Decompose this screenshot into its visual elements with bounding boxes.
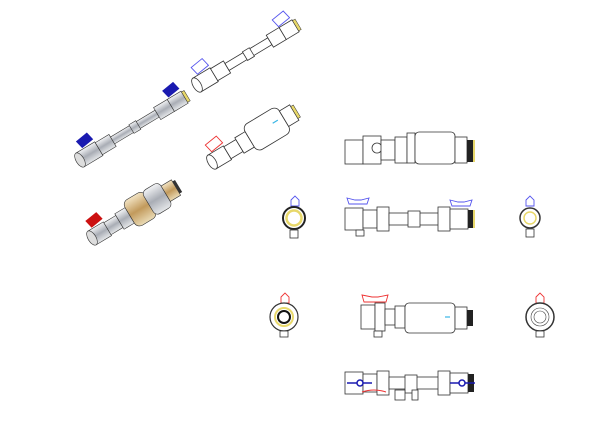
iso-view-outline-red-valve-filter	[204, 104, 301, 170]
blue-valve-handle-outline-icon	[190, 57, 210, 75]
blue-valve-top-icon	[458, 379, 466, 387]
right-side-view-blue	[519, 195, 541, 238]
blue-valve-handle-icon	[75, 132, 94, 149]
iso-view-outline-blue-valve-assembly	[190, 10, 302, 93]
bottom-view-combined-assembly	[344, 370, 475, 401]
top-view-filter-assembly	[344, 131, 475, 165]
red-valve-handle-icon	[85, 212, 103, 228]
flow-arrow-icon	[272, 119, 279, 124]
blue-valve-handle-outline-icon	[346, 197, 370, 205]
iso-view-shaded-blue-valve-assembly	[74, 81, 191, 168]
iso-view-shaded-red-valve-filter	[85, 179, 183, 246]
front-view-blue-valve-assembly	[344, 197, 475, 237]
blue-valve-top-icon	[356, 379, 364, 387]
red-valve-handle-outline-icon	[361, 294, 389, 303]
right-side-view-red	[525, 292, 555, 338]
blue-valve-handle-outline-icon	[449, 199, 473, 207]
left-side-view-blue	[282, 195, 306, 239]
left-side-view-red	[269, 292, 299, 338]
front-view-red-valve-filter	[360, 294, 473, 338]
red-valve-handle-outline-icon	[204, 135, 224, 153]
blue-valve-handle-icon	[162, 81, 180, 98]
blue-valve-handle-outline-icon	[271, 10, 291, 28]
